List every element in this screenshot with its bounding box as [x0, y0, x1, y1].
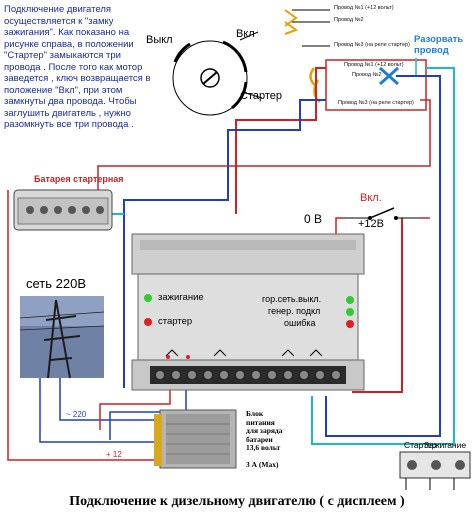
intro-text: Подключение двигателя осуществляется к "…	[4, 4, 151, 130]
wire-starter-3: Провод №3 (на реле стартер)	[338, 100, 414, 106]
ignition-label: зажигание	[158, 292, 204, 303]
led-error	[346, 320, 354, 328]
battery	[13, 189, 113, 231]
psu-ac-label: ~ 220	[66, 410, 87, 419]
terminal-starter-label: Стартер	[404, 440, 437, 450]
wire-cyan-right	[311, 160, 455, 445]
wire-starter-1: Провод №1 (+12 вольт)	[344, 62, 404, 68]
wire-on-3: Провод №3 (на реле стартер)	[334, 42, 410, 48]
key-off-label: Выкл	[146, 34, 173, 46]
led-ignition	[144, 294, 152, 302]
psu-label: Блок питания для заряда батареи 13,6 вол…	[246, 409, 283, 469]
wire-red-left	[7, 190, 162, 461]
wire-red-top	[97, 99, 431, 200]
wire-blue-right	[325, 210, 441, 437]
wire-red-key	[235, 67, 326, 214]
ignition-key-switch	[172, 31, 263, 116]
power-supply	[154, 409, 237, 469]
voltage-plus12-label: +12В	[358, 218, 384, 230]
key-on-label: Вкл	[236, 28, 255, 40]
starter-label: стартер	[158, 316, 193, 327]
switch-on-label: Вкл.	[360, 192, 382, 204]
grid-off-label: гор.сеть.выкл.	[262, 294, 322, 304]
error-label: ошибка	[284, 318, 316, 328]
battery-label: Батарея стартерная	[34, 174, 124, 184]
led-gen-on	[346, 308, 354, 316]
wire-blue-key	[123, 99, 326, 388]
key-starter-label: Стартер	[240, 90, 283, 102]
wire-on-2: Провод №2	[334, 17, 364, 23]
voltage-zero-label: 0 В	[304, 212, 323, 226]
terminal-ignition-label: Зажигание	[424, 440, 467, 450]
gen-on-label: генер. подкл	[268, 306, 321, 316]
break-wire-label: Разорвать провод	[414, 34, 464, 56]
led-starter	[144, 318, 152, 326]
mains-label: сеть 220В	[26, 276, 86, 291]
psu-dc-label: + 12	[106, 450, 122, 459]
diagram-caption: Подключение к дизельному двигателю ( с д…	[69, 494, 405, 509]
wire-starter-2: Провод №2	[352, 72, 382, 78]
pylon-image	[19, 296, 105, 379]
starter-contacts-frame	[325, 59, 427, 111]
wire-on-1: Провод №1 (+12 вольт)	[334, 5, 394, 11]
terminal-block	[399, 451, 471, 490]
led-grid-off	[346, 296, 354, 304]
controller-module	[131, 233, 365, 391]
on-position-contacts	[284, 9, 330, 47]
